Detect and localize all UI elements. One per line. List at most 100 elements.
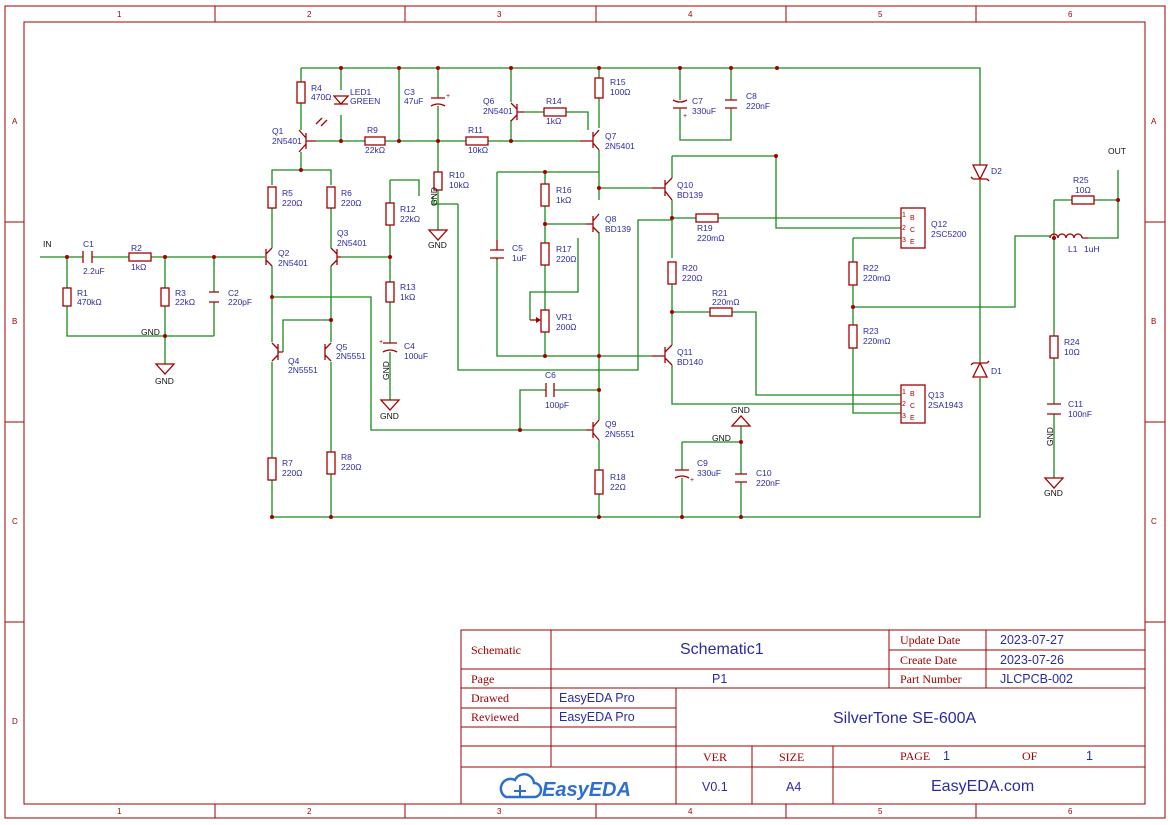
r14-ref: R14	[546, 96, 562, 106]
c10-ref: C10	[756, 468, 772, 478]
r8-ref: R8	[341, 452, 352, 462]
r3-value: 22kΩ	[175, 297, 195, 307]
grid-col-6-bottom: 6	[1068, 807, 1073, 816]
r22-value: 220mΩ	[863, 273, 891, 283]
q8-value: BD139	[605, 224, 631, 234]
q4-value: 2N5551	[288, 365, 318, 375]
tb-page-value: P1	[712, 672, 727, 686]
r18-value: 22Ω	[610, 482, 626, 492]
led1-ref: LED1	[350, 87, 372, 97]
component-labels: R1 470kΩ C1 2.2uF R2 1kΩ R3 22kΩ C2 220p…	[77, 77, 1100, 492]
r1-ref: R1	[77, 288, 88, 298]
tb-update-key: Update Date	[900, 633, 960, 647]
tb-drawed-value: EasyEDA Pro	[559, 691, 635, 705]
r23-value: 220mΩ	[863, 336, 891, 346]
c5-value: 1uF	[512, 253, 527, 263]
r10-ref: R10	[449, 170, 465, 180]
c8-ref: C8	[746, 91, 757, 101]
q12-pin-c: C	[910, 227, 915, 234]
q1-value: 2N5401	[272, 136, 302, 146]
q7-ref: Q7	[605, 131, 617, 141]
grid-row-c-left: C	[12, 517, 18, 526]
q12-ref: Q12	[931, 219, 947, 229]
r18-ref: R18	[610, 472, 626, 482]
r15-value: 100Ω	[610, 87, 631, 97]
r11-ref: R11	[468, 125, 483, 135]
net-gnd-r10: GND	[428, 240, 447, 250]
grid-col-4-top: 4	[688, 10, 693, 19]
q13-pin-c: C	[910, 403, 915, 410]
c11-value: 100nF	[1068, 409, 1092, 419]
q13-pin1: 1	[902, 389, 906, 396]
q13-pin-e: E	[910, 415, 915, 422]
r3-ref: R3	[175, 288, 186, 298]
r22-ref: R22	[863, 263, 879, 273]
r14-value: 1kΩ	[546, 116, 561, 126]
grid-row-b-right: B	[1151, 317, 1156, 326]
tb-page-num-value: 1	[943, 749, 950, 763]
tb-size-key: SIZE	[779, 750, 804, 764]
r19-value: 220mΩ	[697, 233, 725, 243]
svg-text:+: +	[379, 339, 383, 346]
wires	[40, 67, 1119, 518]
c10-value: 220nF	[756, 478, 780, 488]
q5-ref: Q5	[336, 342, 348, 352]
tb-part-key: Part Number	[900, 672, 962, 686]
r1-value: 470kΩ	[77, 297, 102, 307]
grid-col-4-bottom: 4	[688, 807, 693, 816]
q13-pin3: 3	[902, 413, 906, 420]
q2-value: 2N5401	[278, 258, 308, 268]
grid-col-3-bottom: 3	[497, 807, 502, 816]
q6-value: 2N5401	[483, 106, 513, 116]
r6-ref: R6	[341, 188, 352, 198]
q12-pin2: 2	[902, 225, 906, 232]
r9-ref: R9	[367, 125, 378, 135]
r12-ref: R12	[400, 204, 416, 214]
grid-col-5-bottom: 5	[878, 807, 883, 816]
c6-value: 100pF	[545, 400, 569, 410]
grid-col-6-top: 6	[1068, 10, 1073, 19]
q13-ref: Q13	[928, 390, 944, 400]
grid-row-c-right: C	[1151, 517, 1157, 526]
tb-ver-key: VER	[703, 750, 727, 764]
q3-ref: Q3	[337, 228, 349, 238]
cloud-icon	[499, 773, 543, 799]
r7-value: 220Ω	[282, 468, 303, 478]
l1-value: 1uH	[1084, 244, 1100, 254]
grid-row-a-right: A	[1151, 117, 1157, 126]
r25-value: 10Ω	[1075, 185, 1091, 195]
tb-part-value: JLCPCB-002	[1000, 672, 1073, 686]
tb-schematic-value: Schematic1	[680, 641, 764, 658]
q12-pin3: 3	[902, 237, 906, 244]
net-gnd-vertical-3: GND	[1045, 427, 1055, 446]
c9-ref: C9	[697, 458, 708, 468]
power-transistor-pins: 1 2 3 B C E 1 2 3 B C E	[902, 212, 915, 422]
net-gnd-input: GND	[141, 327, 160, 337]
q3-value: 2N5401	[337, 238, 367, 248]
tb-size-value: A4	[786, 780, 801, 794]
r7-ref: R7	[282, 458, 293, 468]
grid-row-b-left: B	[12, 317, 17, 326]
c9-value: 330uF	[697, 468, 721, 478]
tb-page-num-key: PAGE	[900, 749, 930, 763]
tb-schematic-key: Schematic	[471, 643, 521, 657]
q13-pin-b: B	[910, 391, 915, 398]
r2-value: 1kΩ	[131, 262, 146, 272]
grid-col-2-top: 2	[307, 10, 312, 19]
c2-ref: C2	[228, 288, 239, 298]
r4-value: 470Ω	[311, 92, 332, 102]
net-gnd-output: GND	[1044, 488, 1063, 498]
tb-ver-value: V0.1	[702, 780, 728, 794]
q9-ref: Q9	[605, 419, 617, 429]
l1-ref: L1	[1068, 244, 1078, 254]
r16-value: 1kΩ	[556, 195, 571, 205]
tb-page-key: Page	[471, 672, 494, 686]
q12-pin1: 1	[902, 212, 906, 219]
component-symbols: + + + +	[62, 77, 1095, 495]
r12-value: 22kΩ	[400, 214, 420, 224]
q12-pin-b: B	[910, 215, 915, 222]
c5-ref: C5	[512, 243, 523, 253]
r4-ref: R4	[311, 83, 322, 93]
net-gnd-vertical-1: GND	[429, 187, 439, 206]
